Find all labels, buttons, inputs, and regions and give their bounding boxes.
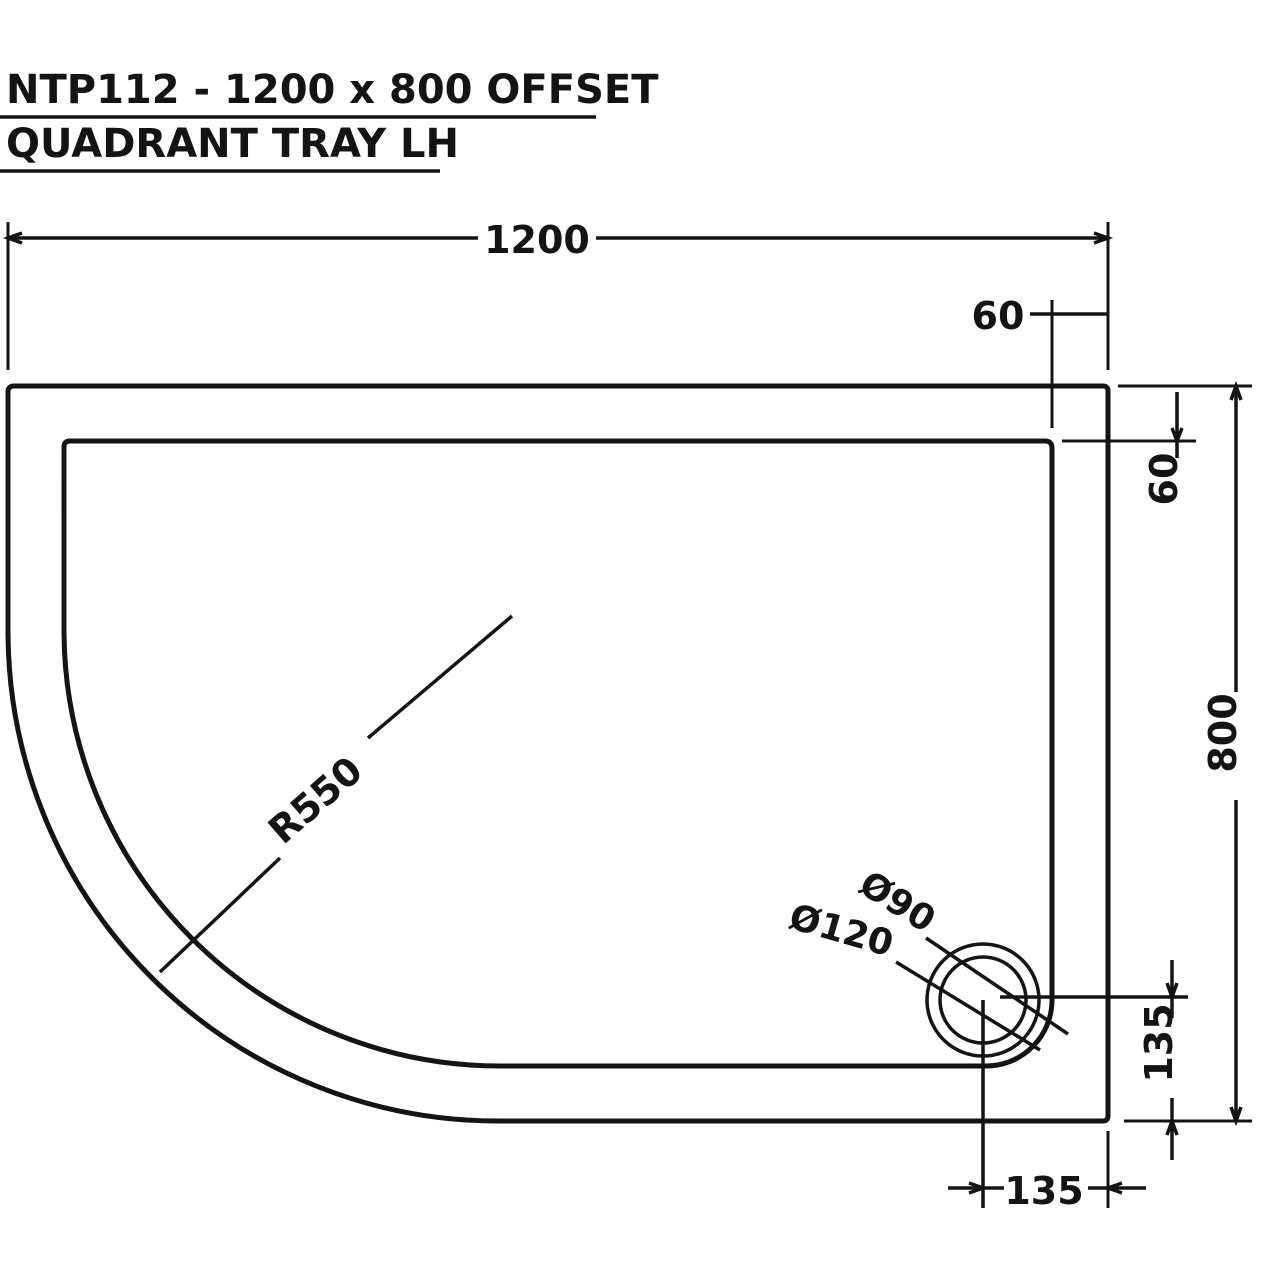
- title-line-2: QUADRANT TRAY LH: [6, 121, 459, 167]
- depth-dimension: 800: [1124, 380, 1252, 1127]
- width-dimension: 1200: [2, 218, 1114, 370]
- rim-right-dimension: 60: [1062, 384, 1196, 506]
- title-line-1: NTP112 - 1200 x 800 OFFSET: [6, 67, 659, 113]
- radius-dimension: R550: [158, 614, 514, 974]
- tray-inner-outline: [61, 438, 1055, 1069]
- waste-offset-x-dimension: 135: [948, 1000, 1146, 1213]
- waste-offset-x-label: 135: [1004, 1169, 1083, 1213]
- waste-offset-y-label: 135: [1137, 1003, 1181, 1082]
- waste-offset-y-dimension: 135: [1000, 960, 1188, 1160]
- waste-diameter-dimensions: Ø90 Ø120: [785, 863, 1069, 1052]
- depth-label: 800: [1201, 693, 1245, 772]
- width-label: 1200: [484, 218, 590, 262]
- rim-top-dimension: 60: [972, 294, 1108, 428]
- radius-label: R550: [260, 748, 371, 852]
- rim-top-label: 60: [972, 294, 1025, 338]
- tray-outer-outline: [5, 383, 1111, 1124]
- rim-right-label: 60: [1142, 453, 1186, 506]
